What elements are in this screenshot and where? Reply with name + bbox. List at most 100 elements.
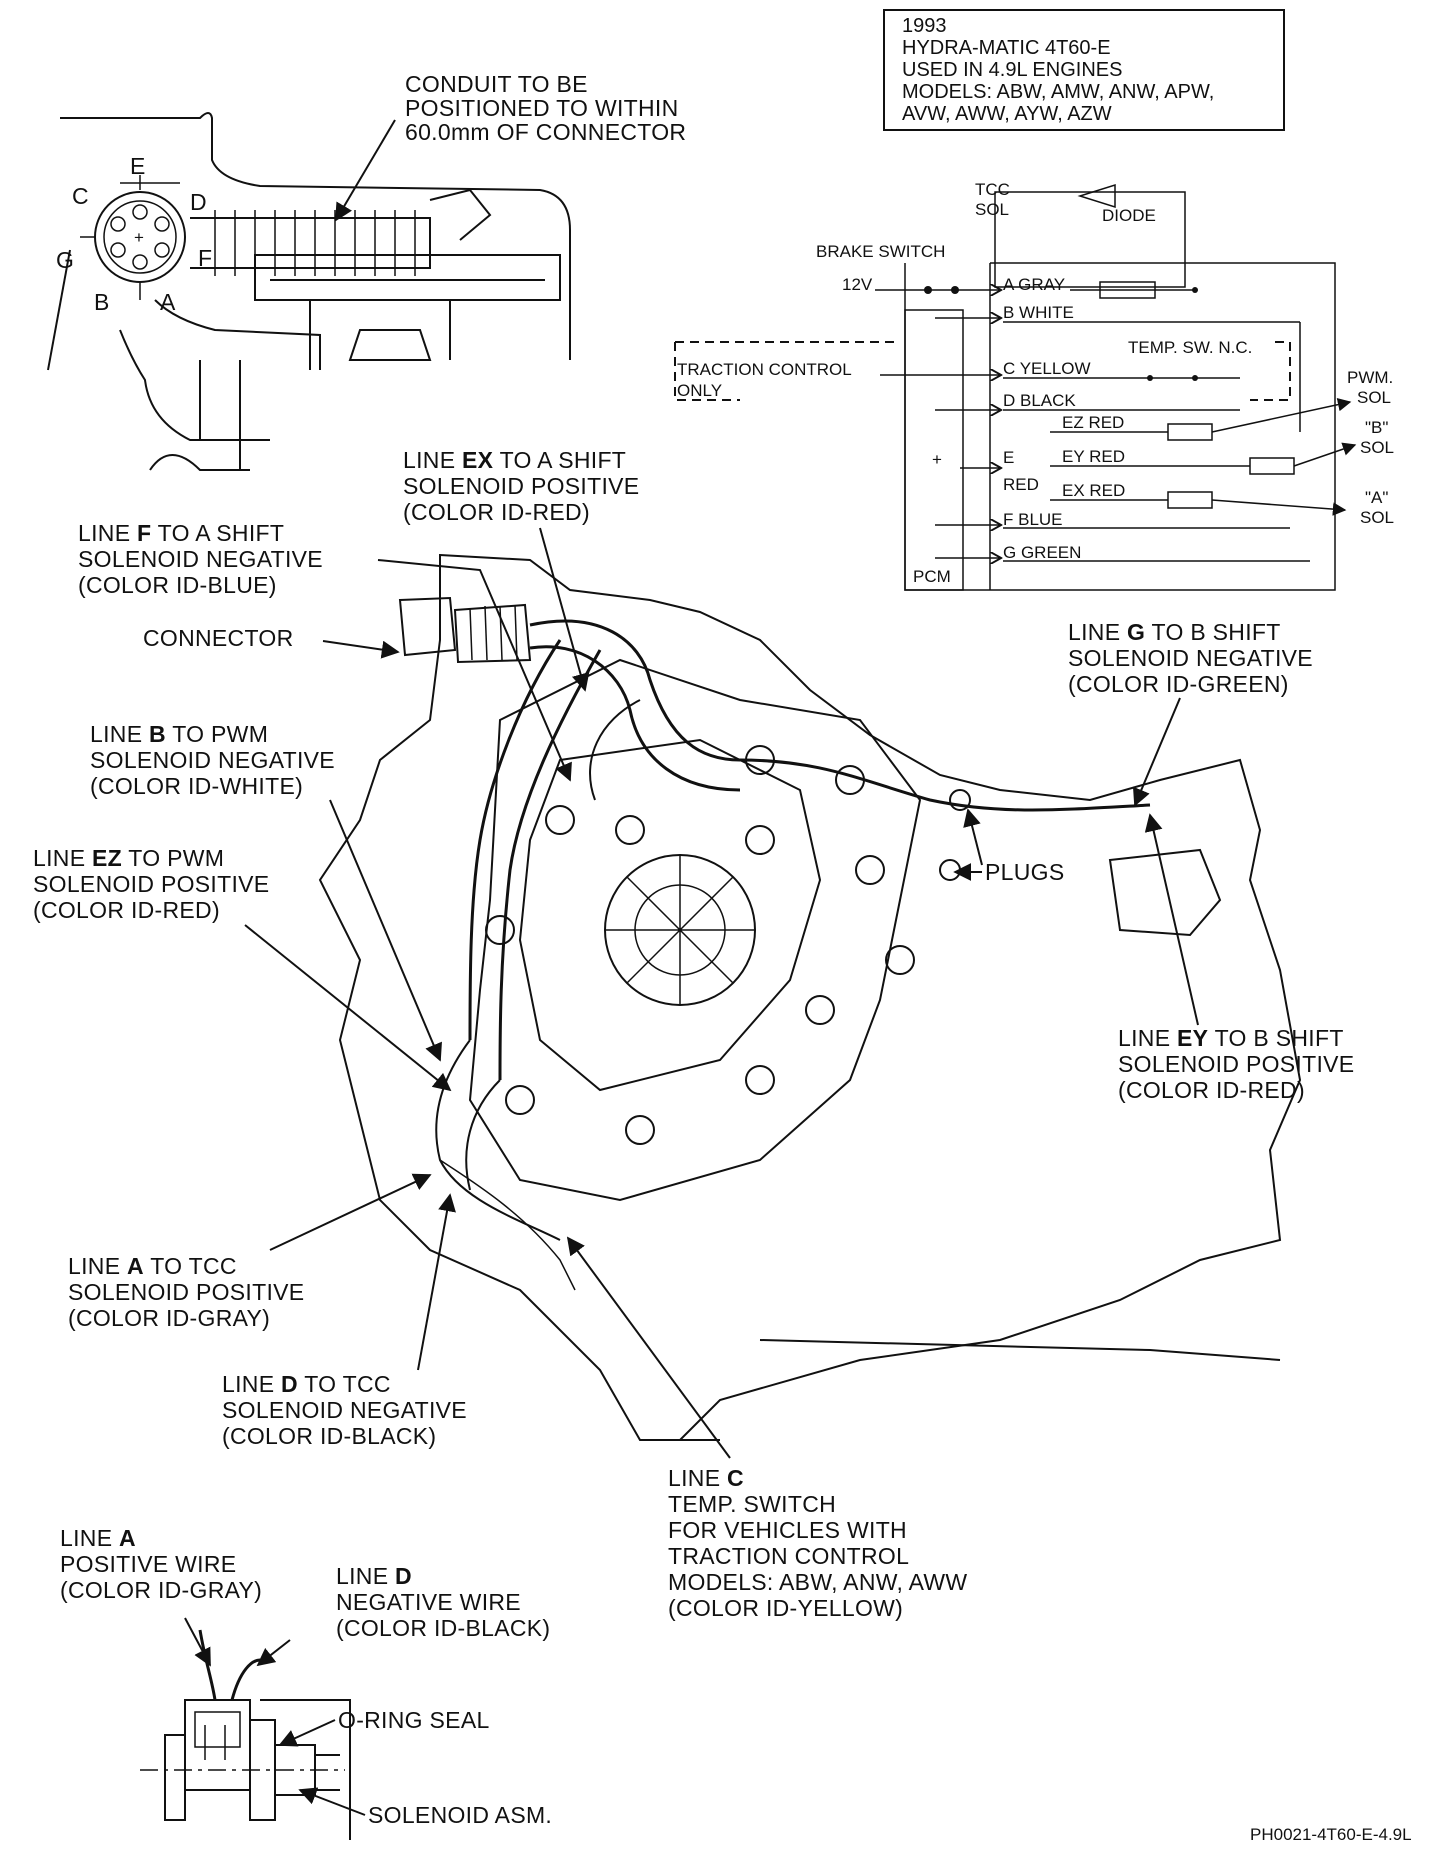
callout-d-key: D [281, 1371, 298, 1397]
plus-label: + [932, 450, 942, 469]
svg-text:LINE D: LINE D [336, 1563, 412, 1589]
svg-text:LINE A TO TCC: LINE A TO TCC [68, 1253, 237, 1279]
figure-code: PH0021-4T60-E-4.9L [1250, 1825, 1412, 1844]
callout-ez-key: EZ [92, 845, 122, 871]
pin-label-a: A [160, 289, 176, 315]
callout-line-a: LINE A TO TCC SOLENOID POSITIVE (COLOR I… [68, 1173, 432, 1331]
v12-label: 12V [842, 275, 873, 294]
callout-plugs-label: PLUGS [985, 859, 1064, 885]
pcm-label: PCM [913, 567, 951, 586]
traction-label-1: TRACTION CONTROL [677, 360, 852, 379]
callout-line-ey: LINE EY TO B SHIFT SOLENOID POSITIVE (CO… [1118, 813, 1354, 1103]
title-models-cont: AVW, AWW, AYW, AZW [902, 103, 1112, 125]
temp-switch-label: TEMP. SW. N.C. [1128, 338, 1252, 357]
wire-g-green: G GREEN [1003, 543, 1081, 562]
brake-switch-label: BRAKE SWITCH [816, 242, 945, 261]
svg-text:LINE D TO TCC: LINE D TO TCC [222, 1371, 391, 1397]
title-engines: USED IN 4.9L ENGINES [902, 59, 1122, 81]
callout-c-key: C [727, 1465, 744, 1491]
callout-a-key: A [127, 1253, 144, 1279]
detail-line-a-pre: LINE [60, 1525, 119, 1551]
callout-d-line3: (COLOR ID-BLACK) [222, 1423, 436, 1449]
callout-ex-post: TO A SHIFT [493, 447, 626, 473]
callout-c-line4: TRACTION CONTROL [668, 1543, 909, 1569]
connector-detail: + E C D G F B A [47, 112, 571, 471]
detail-line-d-3: (COLOR ID-BLACK) [336, 1615, 550, 1641]
pin-label-b: B [94, 289, 110, 315]
callout-b-pre: LINE [90, 721, 149, 747]
callout-f-post: TO A SHIFT [151, 520, 284, 546]
a-sol-label-2: SOL [1360, 508, 1394, 527]
wire-ex-red: EX RED [1062, 481, 1125, 500]
pwm-sol-label-2: SOL [1357, 388, 1391, 407]
diode-label: DIODE [1102, 206, 1156, 225]
callout-ex-key: EX [462, 447, 494, 473]
callout-ey-line3: (COLOR ID-RED) [1118, 1077, 1305, 1103]
svg-text:LINE EX TO A SHIFT: LINE EX TO A SHIFT [403, 447, 626, 473]
wire-f-blue: F BLUE [1003, 510, 1063, 529]
title-box: 1993 HYDRA-MATIC 4T60-E USED IN 4.9L ENG… [883, 9, 1285, 131]
traction-label-2: ONLY [677, 381, 722, 400]
callout-ey-key: EY [1177, 1025, 1208, 1051]
a-sol-label-1: "A" [1365, 488, 1388, 507]
callout-a-post: TO TCC [144, 1253, 237, 1279]
callout-a-line3: (COLOR ID-GRAY) [68, 1305, 270, 1331]
detail-solenoid-label: SOLENOID ASM. [368, 1802, 552, 1828]
svg-text:LINE EZ TO PWM: LINE EZ TO PWM [33, 845, 224, 871]
callout-ez-pre: LINE [33, 845, 92, 871]
callout-connector: CONNECTOR [143, 625, 400, 659]
solenoid-detail: LINE A POSITIVE WIRE (COLOR ID-GRAY) LIN… [60, 1525, 552, 1840]
callout-b-line3: (COLOR ID-WHITE) [90, 773, 303, 799]
callout-line-ez: LINE EZ TO PWM SOLENOID POSITIVE (COLOR … [33, 845, 452, 1092]
callout-line-g: LINE G TO B SHIFT SOLENOID NEGATIVE (COL… [1068, 619, 1313, 807]
svg-text:LINE F TO A SHIFT: LINE F TO A SHIFT [78, 520, 284, 546]
callout-ez-line2: SOLENOID POSITIVE [33, 871, 269, 897]
callout-g-key: G [1127, 619, 1145, 645]
wire-e: E [1003, 448, 1014, 467]
callout-f-pre: LINE [78, 520, 137, 546]
callout-b-key: B [149, 721, 166, 747]
callout-ex-line3: (COLOR ID-RED) [403, 499, 590, 525]
callout-ez-post: TO PWM [122, 845, 224, 871]
callout-ey-line2: SOLENOID POSITIVE [1118, 1051, 1354, 1077]
svg-text:LINE G TO B SHIFT: LINE G TO B SHIFT [1068, 619, 1281, 645]
pin-label-e: E [130, 153, 146, 179]
callout-ex-line2: SOLENOID POSITIVE [403, 473, 639, 499]
svg-text:LINE A: LINE A [60, 1525, 136, 1551]
callout-f-key: F [137, 520, 151, 546]
callout-g-post: TO B SHIFT [1145, 619, 1280, 645]
detail-line-a-key: A [119, 1525, 136, 1551]
callout-c-pre: LINE [668, 1465, 727, 1491]
callout-c-line3: FOR VEHICLES WITH [668, 1517, 907, 1543]
title-models: MODELS: ABW, AMW, ANW, APW, [902, 81, 1214, 103]
tcc-sol-label-2: SOL [975, 200, 1009, 219]
conduit-note-line1: CONDUIT TO BE [405, 71, 588, 97]
svg-text:LINE EY TO B SHIFT: LINE EY TO B SHIFT [1118, 1025, 1344, 1051]
callout-c-line2: TEMP. SWITCH [668, 1491, 836, 1517]
callout-ey-post: TO B SHIFT [1208, 1025, 1343, 1051]
callout-c-line6: (COLOR ID-YELLOW) [668, 1595, 903, 1621]
callout-line-ex: LINE EX TO A SHIFT SOLENOID POSITIVE (CO… [403, 447, 639, 692]
detail-line-d-pre: LINE [336, 1563, 395, 1589]
detail-oring-label: O-RING SEAL [338, 1707, 490, 1733]
wire-a-gray: A GRAY [1003, 275, 1065, 294]
wire-b-white: B WHITE [1003, 303, 1074, 322]
callout-line-d: LINE D TO TCC SOLENOID NEGATIVE (COLOR I… [222, 1193, 467, 1449]
detail-line-d-2: NEGATIVE WIRE [336, 1589, 521, 1615]
pin-label-c: C [72, 183, 89, 209]
detail-line-a-2: POSITIVE WIRE [60, 1551, 236, 1577]
callout-c-line5: MODELS: ABW, ANW, AWW [668, 1569, 967, 1595]
callout-a-pre: LINE [68, 1253, 127, 1279]
svg-text:LINE C: LINE C [668, 1465, 744, 1491]
callout-line-c: LINE C TEMP. SWITCH FOR VEHICLES WITH TR… [566, 1236, 967, 1621]
svg-text:+: + [134, 228, 144, 247]
callout-f-line3: (COLOR ID-BLUE) [78, 572, 277, 598]
conduit-note: CONDUIT TO BE POSITIONED TO WITHIN 60.0m… [335, 71, 686, 222]
wire-ey-red: EY RED [1062, 447, 1125, 466]
title-transmission: HYDRA-MATIC 4T60-E [902, 37, 1111, 59]
callout-b-post: TO PWM [166, 721, 268, 747]
callout-line-f: LINE F TO A SHIFT SOLENOID NEGATIVE (COL… [78, 520, 572, 782]
pin-label-f: F [198, 245, 212, 271]
detail-line-a-3: (COLOR ID-GRAY) [60, 1577, 262, 1603]
